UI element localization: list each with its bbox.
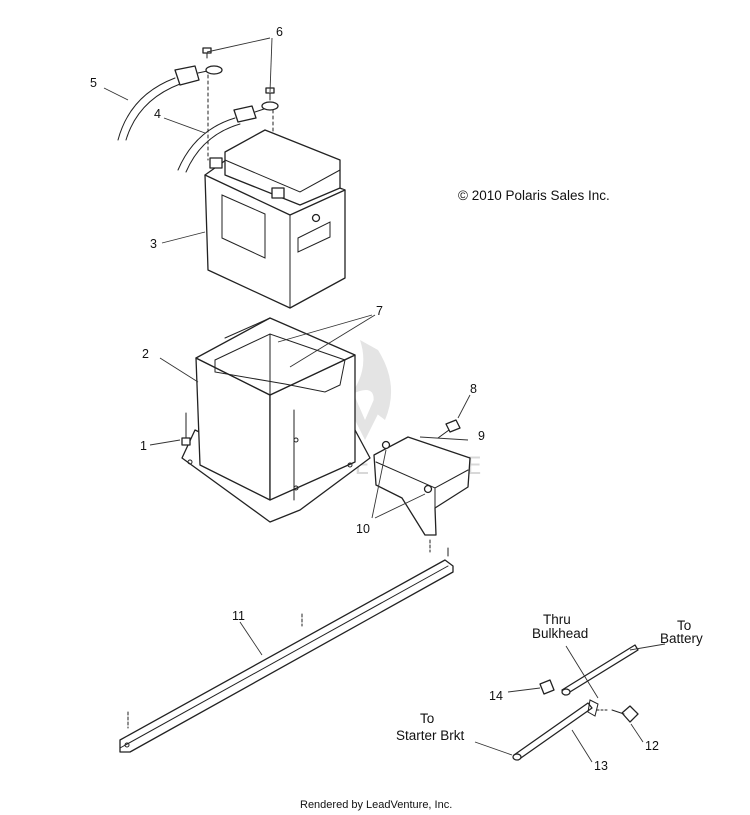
bracket-bolt: [437, 419, 461, 439]
bracket-nut-top: [381, 440, 391, 450]
bulkhead-bolt-12-head: [621, 705, 639, 723]
support-rail: [119, 547, 454, 753]
callout-9: 9: [478, 429, 485, 443]
terminal-bolt-left: [202, 47, 212, 54]
footer-credit: Rendered by LeadVenture, Inc.: [300, 799, 452, 811]
battery-terminal-pos: [271, 187, 285, 199]
note-to-starter-2: Starter Brkt: [396, 728, 465, 743]
callout-5: 5: [90, 76, 97, 90]
callout-3: 3: [150, 237, 157, 251]
routing-notes: Thru Bulkhead To Battery To Starter Brkt: [396, 612, 703, 743]
box-screw-head: [181, 437, 191, 446]
battery-bracket: [373, 436, 471, 553]
cable-5-terminal: [205, 65, 223, 75]
callout-6: 6: [276, 25, 283, 39]
battery: [204, 129, 346, 309]
battery-box: [181, 317, 371, 523]
bulkhead-connector-group: [512, 644, 639, 761]
copyright-notice: © 2010 Polaris Sales Inc.: [458, 188, 610, 203]
bulkhead-nut-14: [539, 679, 555, 695]
battery-box-inner-liner: [214, 333, 346, 393]
battery-vent: [311, 213, 321, 223]
note-to-starter-1: To: [420, 711, 434, 726]
callout-leaders: [103, 37, 666, 763]
box-screw: [181, 412, 191, 446]
cable-4-terminal: [261, 101, 279, 111]
callout-4: 4: [154, 107, 161, 121]
cable-4-boot: [233, 105, 257, 123]
bulkhead-rod-to-battery: [561, 644, 639, 696]
callout-8: 8: [470, 382, 477, 396]
bracket-bolt-head: [445, 419, 461, 433]
bulkhead-rod-13: [513, 702, 593, 761]
battery-terminal-neg: [209, 157, 223, 169]
note-to-battery-2: Battery: [660, 631, 703, 646]
battery-label-panel: [221, 194, 266, 259]
callout-11: 11: [232, 609, 245, 623]
callout-13: 13: [594, 759, 608, 773]
bracket-nut-bottom: [423, 484, 433, 494]
callout-1: 1: [140, 439, 147, 453]
cable-5-boot: [174, 65, 200, 86]
note-to-battery-1: To: [677, 618, 691, 633]
note-thru: Thru: [543, 612, 571, 627]
callout-labels: 5 4 6 3 2 7 1 8 9 10 11 12 13 14: [90, 25, 659, 773]
callout-10: 10: [356, 522, 370, 536]
battery-label-panel-side: [297, 221, 331, 253]
cable-5: [117, 65, 223, 141]
callout-14: 14: [489, 689, 503, 703]
callout-2: 2: [142, 347, 149, 361]
callout-12: 12: [645, 739, 659, 753]
callout-7: 7: [376, 304, 383, 318]
note-bulkhead: Bulkhead: [532, 626, 588, 641]
